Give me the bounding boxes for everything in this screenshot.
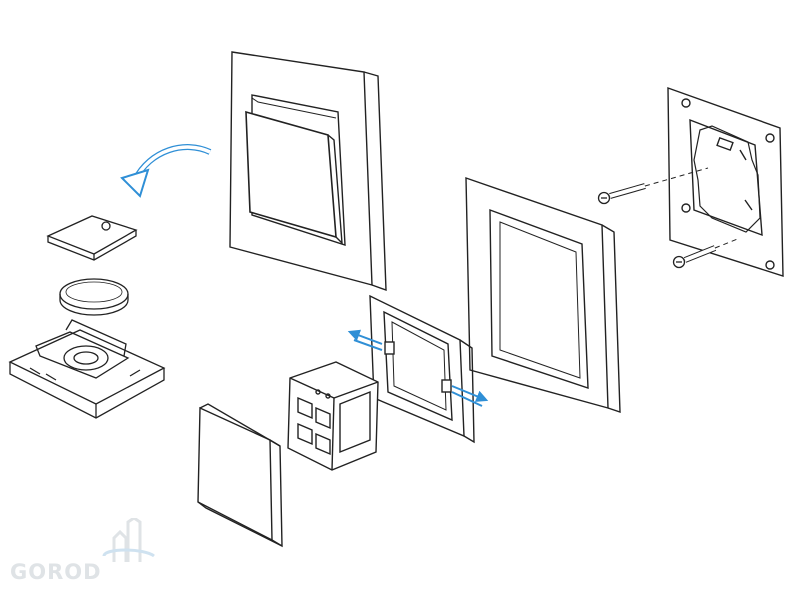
mounting-plate: [667, 87, 784, 277]
watermark-text: GOROD: [10, 560, 102, 584]
slide-arrows: [347, 329, 489, 407]
switch-module: [287, 361, 379, 471]
transmitter-base: [8, 319, 166, 419]
coin-battery: [59, 278, 129, 316]
square-rocker-plate: [197, 403, 283, 548]
watermark-building-icon: [102, 518, 155, 562]
mount-adapter-frame: [369, 294, 475, 444]
cover-frame: [465, 177, 621, 413]
rotate-arrow: [120, 144, 212, 198]
battery-cover: [46, 215, 138, 261]
frame-with-rocker: [229, 51, 387, 292]
screws: [597, 167, 741, 269]
